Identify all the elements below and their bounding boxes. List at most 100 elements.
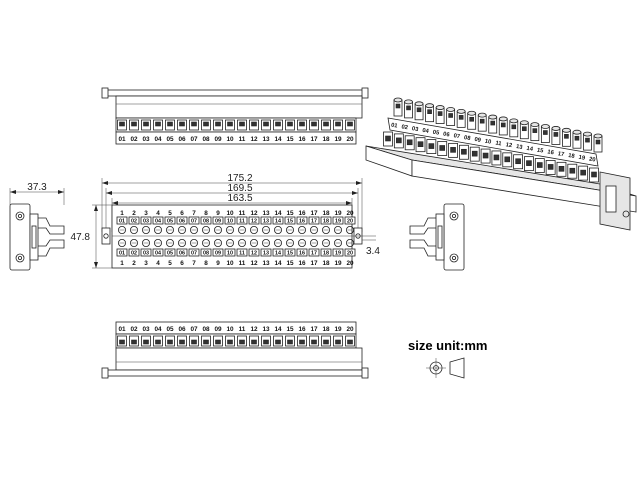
front-label-upper: 16 [299,219,305,225]
front-number-upper: 3 [144,210,148,217]
front-number-lower: 12 [250,260,258,267]
front-label-lower: 06 [179,251,185,257]
terminal-label-bottom: 14 [274,326,282,333]
front-number-upper: 2 [132,210,136,217]
iso-label-text: 08 [463,135,471,142]
front-screw-upper [141,225,150,234]
iso-label: 09 [474,137,482,144]
front-label-lower: 02 [131,251,137,257]
front-screw-lower [189,238,198,247]
terminal-label-bottom: 09 [214,326,222,333]
iso-screw-back [406,105,411,111]
front-view: 175.2 169.5 163.5 47.8 3.4 1010112020223… [71,173,380,269]
iso-screw-back [574,135,580,141]
terminal-screw-bottom [299,339,305,345]
iso-tower-top-back [593,133,603,139]
front-screw-lower [177,238,186,247]
front-number-lower: 18 [322,260,330,267]
terminal-screw-bottom [179,339,185,345]
front-label-lower: 07 [191,251,197,257]
front-number-lower: 17 [310,260,318,267]
front-label-box-upper [344,216,356,225]
front-number-upper: 1 [120,210,124,217]
front-screw-upper [213,225,222,234]
iso-label-text: 18 [568,153,576,160]
dim-rail-length: 169.5 [227,183,252,194]
front-number-upper: 8 [204,210,208,217]
front-label-upper: 15 [287,219,293,225]
iso-screw-front [406,139,413,146]
front-label-upper: 08 [203,219,209,225]
terminal-screw-bottom [143,339,149,345]
front-label-box-upper [332,216,344,225]
front-screw-lower [309,238,318,247]
iso-screw-front [504,156,511,163]
terminal-label-top: 01 [118,136,126,143]
iso-screw-front [482,152,489,159]
terminal-screw-bottom [287,339,293,345]
front-label-upper: 01 [119,219,125,225]
iso-screw-front [569,167,576,174]
iso-screw-back [469,116,474,122]
iso-label-text: 16 [547,149,555,156]
iso-label-text: 11 [495,140,503,147]
front-screw-upper [118,225,127,234]
front-screw-upper [225,225,234,234]
iso-tower-top-back [414,101,424,107]
iso-label: 20 [588,157,595,164]
front-label-box-upper [152,216,164,225]
front-label-upper: 20 [347,219,353,225]
front-label-lower: 04 [155,251,161,257]
iso-label-text: 10 [484,139,491,146]
terminal-label-bottom: 12 [250,326,258,333]
iso-label-text: 02 [401,124,408,131]
iso-tower-top-back [562,127,571,133]
iso-label: 05 [432,130,440,137]
terminal-label-top: 18 [322,136,330,143]
terminal-label-top: 06 [178,136,186,143]
front-screw-upper [129,225,138,234]
front-label-upper: 11 [239,219,245,225]
front-label-box-lower [200,248,212,257]
terminal-screw-top [155,121,161,127]
terminal-label-bottom: 16 [298,326,306,333]
iso-tower-top-back [572,129,582,135]
front-number-lower: 15 [286,260,294,267]
iso-screw-back [564,134,569,139]
front-label-lower: 18 [323,251,329,257]
right-side-view [409,203,465,271]
terminal-screw-top [287,121,293,127]
terminal-label-bottom: 19 [334,326,342,333]
iso-screw-back [427,109,432,114]
terminal-label-bottom: 04 [154,326,162,333]
front-number-upper: 9 [216,210,220,217]
iso-screw-back [490,120,496,126]
iso-label-text: 14 [526,146,534,153]
terminal-screw-bottom [347,339,353,345]
terminal-screw-top [299,121,305,127]
iso-tower-top-back [540,124,550,129]
front-label-box-lower [140,248,152,257]
front-number-upper: 4 [156,210,160,217]
terminal-screw-top [251,121,257,127]
terminal-label-top: 04 [154,136,162,143]
front-label-box-lower [260,248,272,257]
terminal-screw-bottom [191,339,197,345]
iso-tower-top-back [456,108,466,114]
front-number-upper: 17 [310,210,318,217]
terminal-screw-top [215,121,221,127]
terminal-screw-bottom [119,339,125,345]
terminal-label-top: 11 [239,136,246,143]
front-screw-lower [261,238,270,247]
iso-label-text: 06 [443,131,451,138]
front-screw-lower [118,238,127,247]
front-number-lower: 7 [192,260,196,267]
front-label-box-lower [224,248,236,257]
iso-screw-front [591,171,597,178]
left-side-view: 37.3 [9,182,65,271]
front-number-upper: 13 [262,210,270,217]
terminal-screw-top [335,121,341,127]
terminal-screw-bottom [275,339,281,345]
front-label-lower: 17 [311,251,317,257]
terminal-screw-bottom [323,339,329,345]
